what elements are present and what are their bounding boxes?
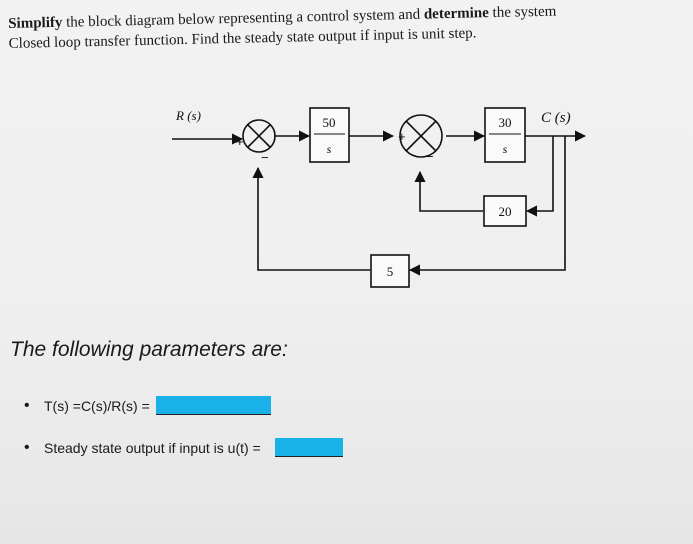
block-diagram: + − + − 50 s 30 s 20 5 R (s) C (s) — [172, 107, 587, 288]
block1-numerator: 50 — [323, 115, 336, 130]
sum2-minus-sign: − — [426, 149, 434, 164]
parameter-item-transfer-function: • T(s) =C(s)/R(s) = — [24, 396, 271, 415]
summing-junction-1: + − — [236, 119, 276, 165]
outer-feedback-return — [252, 166, 370, 271]
parameters-heading: The following parameters are: — [10, 338, 288, 361]
parameter-label: T(s) =C(s)/R(s) = — [44, 397, 150, 414]
parameter-item-steady-state: • Steady state output if input is u(t) = — [24, 438, 343, 457]
input-label: R (s) — [175, 108, 201, 123]
block4-gain: 5 — [387, 264, 394, 279]
transfer-function-answer-field[interactable] — [155, 396, 271, 415]
sum1-minus-sign: − — [261, 150, 269, 165]
bullet-icon: • — [24, 438, 30, 456]
block-30-over-s: 30 s — [484, 107, 526, 163]
inner-feedback-path — [525, 136, 554, 217]
outer-feedback-path — [408, 136, 566, 276]
block-50-over-s: 50 s — [309, 107, 350, 163]
steady-state-answer-field[interactable] — [274, 438, 343, 457]
inner-feedback-return — [414, 170, 483, 212]
summing-junction-2: + − — [398, 114, 443, 164]
block2-denominator: s — [503, 142, 508, 156]
block-5: 5 — [370, 254, 410, 288]
bullet-icon: • — [24, 396, 30, 414]
block-20: 20 — [483, 195, 527, 227]
block2-numerator: 30 — [499, 115, 512, 130]
output-label: C (s) — [541, 110, 571, 126]
sum1-plus-sign: + — [236, 134, 244, 149]
block3-gain: 20 — [499, 204, 512, 219]
sum2-plus-sign: + — [398, 129, 406, 144]
parameter-label: Steady state output if input is u(t) = — [44, 439, 261, 456]
block1-denominator: s — [327, 142, 332, 156]
